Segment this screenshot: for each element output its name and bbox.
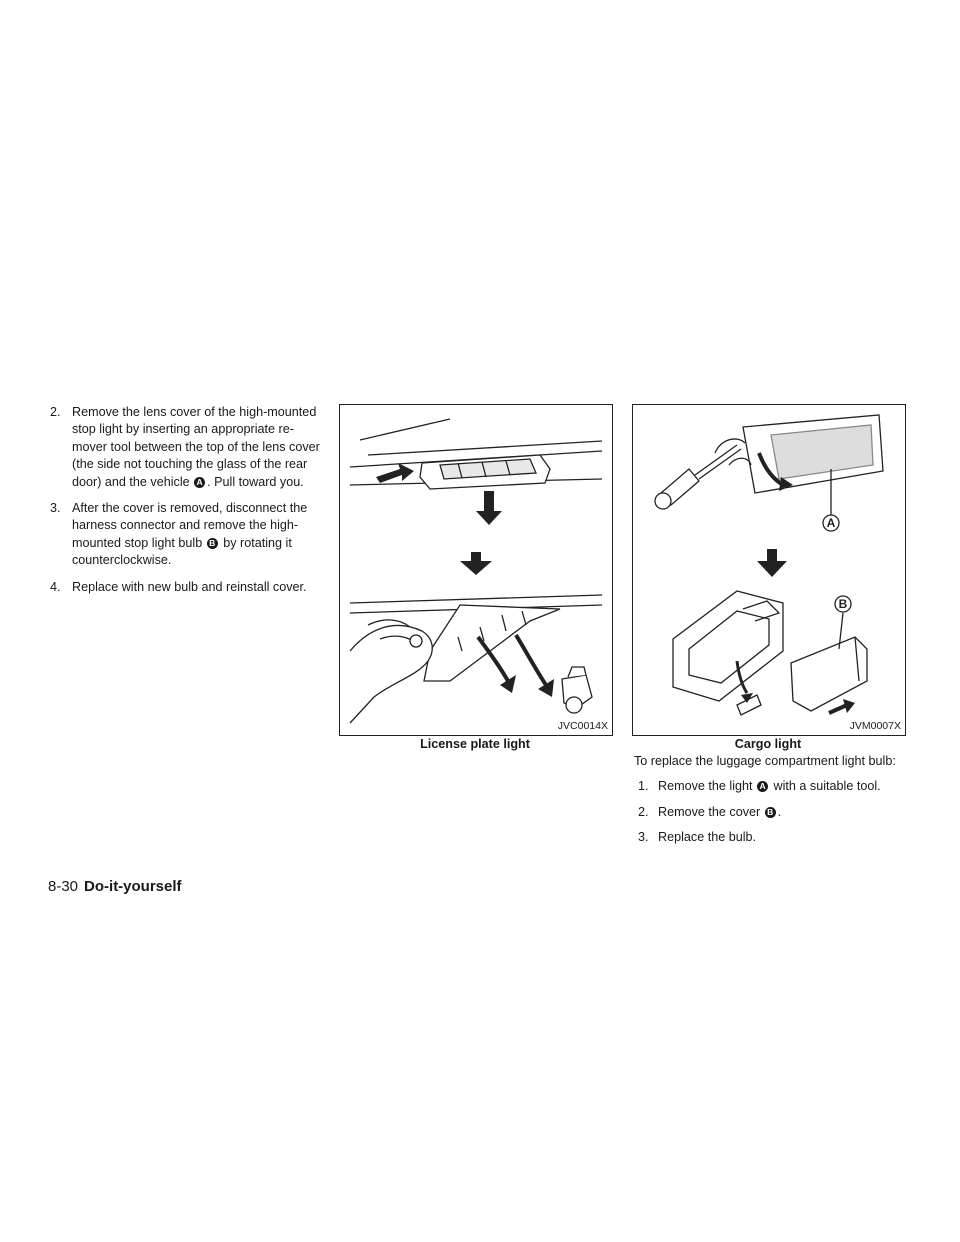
license-plate-illustration <box>349 418 603 724</box>
page-footer: 8-30 Do-it-yourself <box>48 878 182 895</box>
step-text: Replace with new bulb and reinstall cove… <box>72 579 307 594</box>
left-steps: 2. Remove the lens cover of the high-mou… <box>48 404 324 605</box>
callout-a-label: A <box>827 516 836 530</box>
step-text: Replace the bulb. <box>658 830 757 845</box>
cargo-step-1: 1. Remove the light A with a suitable to… <box>634 778 924 795</box>
page-number: 8-30 <box>48 878 79 895</box>
step-number: 1. <box>638 779 649 794</box>
section-intro: To replace the luggage compartment light… <box>634 754 896 768</box>
callout-b-label: B <box>839 597 848 611</box>
step-text: Remove the cover <box>658 804 761 819</box>
figure-code: JVC0014X <box>557 720 608 732</box>
curved-arrow-icon <box>514 633 548 687</box>
cargo-light-illustration: A B <box>654 414 884 716</box>
pull-arrow-icon <box>828 703 848 715</box>
curved-arrow-icon <box>735 660 749 694</box>
down-arrow-icon <box>460 552 492 575</box>
section-title: Do-it-yourself <box>84 878 182 895</box>
curved-arrow-icon <box>476 635 510 682</box>
license-plate-light-figure: JVC0014X <box>339 404 613 736</box>
figure-code: JVM0007X <box>849 720 901 732</box>
callout-badge-b: B <box>764 806 776 818</box>
callout-badge-a: A <box>757 781 769 793</box>
cargo-step-2: 2. Remove the cover B. <box>634 804 924 821</box>
step-number: 4. <box>50 579 61 594</box>
step-text-after: with a suitable tool. <box>770 779 881 794</box>
figure-caption: Cargo light <box>734 737 802 751</box>
callout-badge-b: B <box>206 537 218 549</box>
cargo-step-3: 3. Replace the bulb. <box>634 829 924 846</box>
step-4: 4. Replace with new bulb and reinstall c… <box>48 579 324 596</box>
right-steps: To replace the luggage compartment light… <box>634 753 924 855</box>
step-3: 3. After the cover is removed, disconnec… <box>48 500 324 570</box>
step-number: 2. <box>638 804 649 819</box>
step-number: 2. <box>50 405 61 419</box>
callout-badge-a: A <box>194 476 206 488</box>
figure-caption: License plate light <box>420 737 530 751</box>
step-number: 3. <box>50 501 61 516</box>
cargo-light-figure: A B JVM0007X <box>632 404 906 736</box>
step-text: Remove the light <box>658 779 753 794</box>
down-arrow-icon <box>476 491 502 525</box>
step-text-after: . <box>777 804 782 819</box>
step-text: After the cover is removed, disconnect t… <box>72 501 308 550</box>
step-text: Remove the lens cover of the high-mounte… <box>72 405 320 489</box>
down-arrow-icon <box>757 549 787 577</box>
step-text-after: by rotating it counterclockwise. <box>72 535 292 568</box>
step-number: 3. <box>638 830 649 845</box>
push-arrow-icon <box>376 463 414 483</box>
step-2: 2. Remove the lens cover of the high-mou… <box>48 404 324 491</box>
step-text-after: . Pull toward you. <box>207 474 304 489</box>
